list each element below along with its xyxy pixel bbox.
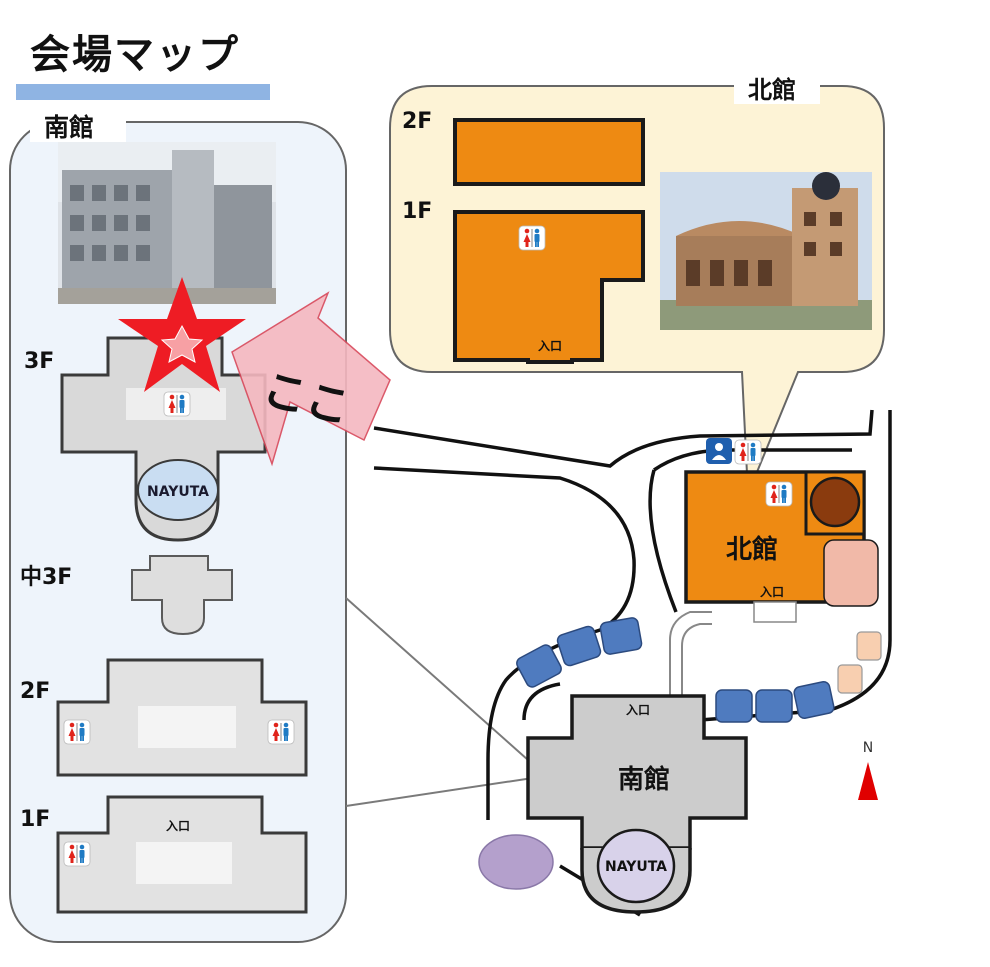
north-entrance-label: 入口	[538, 339, 562, 353]
entrance-label: 入口	[166, 819, 190, 833]
title-underline	[16, 84, 270, 100]
restroom-icon	[765, 481, 793, 507]
arrow-icon	[231, 291, 391, 467]
south-building-entrance: 入口	[626, 703, 650, 717]
nayuta-label: NAYUTA	[147, 484, 209, 500]
restroom-icon	[518, 225, 546, 251]
svg-text:N: N	[863, 740, 873, 756]
south-building-photo	[58, 142, 276, 304]
north-floor-label-2f: 2F	[402, 109, 432, 134]
nursing-room-icon	[706, 438, 732, 464]
north-panel-label: 北館	[748, 76, 796, 104]
floor-label-1f: 1F	[20, 807, 50, 832]
north-building-panel: 北館 2F 1F 入口	[389, 72, 885, 495]
compass-icon: N	[858, 740, 878, 800]
south-building-label: 南館	[618, 764, 670, 795]
north-1f-plan	[453, 210, 645, 364]
purple-area	[478, 834, 554, 890]
north-building-entrance: 入口	[760, 585, 784, 599]
south-building-panel: 南館 3F NAYUTA 中3F 2F	[9, 108, 391, 943]
restroom-icon	[267, 719, 295, 745]
floor-label-m3f: 中3F	[20, 565, 72, 590]
plaza-area	[823, 539, 879, 607]
north-floor-label-1f: 1F	[402, 199, 432, 224]
south-panel-label: 南館	[44, 113, 94, 142]
page-title: 会場マップ	[30, 32, 240, 78]
north-2f-plan	[453, 118, 645, 186]
parking-spaces	[516, 617, 835, 723]
south-m3f-plan	[131, 555, 233, 636]
nayuta-dome	[137, 459, 219, 521]
restroom-icon	[63, 841, 91, 867]
south-building: 入口 南館 NAYUTA	[526, 694, 748, 914]
restroom-icon	[163, 391, 191, 417]
floor-label-3f: 3F	[24, 349, 54, 374]
restroom-icon	[734, 439, 762, 465]
north-building-photo	[660, 172, 872, 330]
nayuta-site-label: NAYUTA	[605, 859, 667, 875]
restroom-icon	[63, 719, 91, 745]
floor-label-2f: 2F	[20, 679, 50, 704]
north-building-label: 北館	[726, 534, 778, 565]
